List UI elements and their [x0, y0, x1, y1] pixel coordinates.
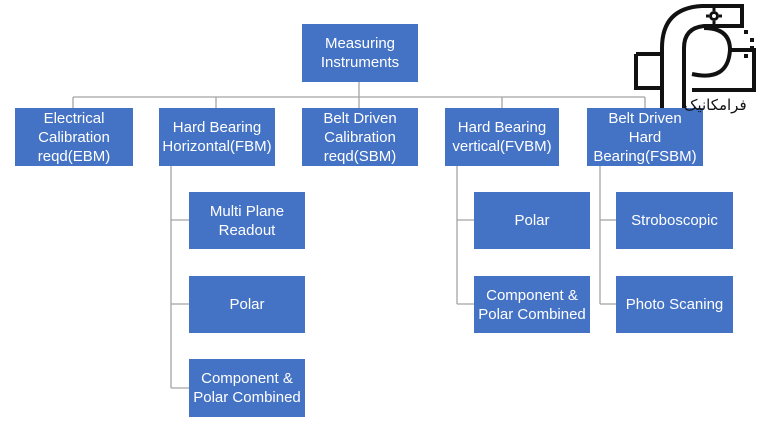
child-node-fvbm-component-polar-combined: Component & Polar Combined [474, 276, 590, 333]
child-node-fsbm-stroboscopic: Stroboscopic [616, 192, 733, 249]
category-node-ebm: Electrical Calibration reqd(EBM) [15, 108, 133, 166]
child-node-fbm-multi-plane-readout: Multi Plane Readout [189, 192, 305, 249]
child-node-fbm-component-polar-combined: Component & Polar Combined [189, 359, 305, 417]
category-node-fbm: Hard Bearing Horizontal(FBM) [159, 108, 275, 166]
logo-text: فرامکانیک [684, 96, 747, 114]
root-node-measuring-instruments: Measuring Instruments [302, 24, 418, 82]
category-node-fsbm: Belt Driven Hard Bearing(FSBM) [587, 108, 703, 166]
category-node-sbm: Belt Driven Calibration reqd(SBM) [302, 108, 418, 166]
faramechanic-logo-icon [634, 4, 756, 108]
child-node-fsbm-photo-scaning: Photo Scaning [616, 276, 733, 333]
child-node-fbm-polar: Polar [189, 276, 305, 333]
category-node-fvbm: Hard Bearing vertical(FVBM) [445, 108, 559, 166]
child-node-fvbm-polar: Polar [474, 192, 590, 249]
